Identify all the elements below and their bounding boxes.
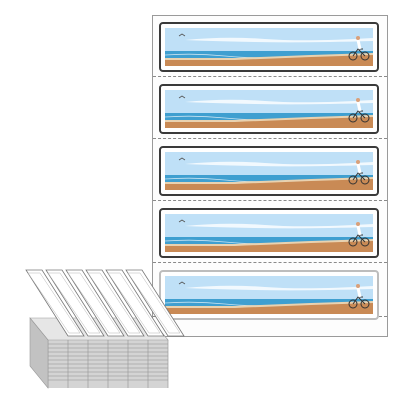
shoreline xyxy=(165,301,373,308)
sand xyxy=(165,178,373,190)
cloud xyxy=(185,223,373,229)
sea xyxy=(165,237,373,244)
label-5 xyxy=(159,270,379,320)
bike-wheel xyxy=(348,299,358,309)
cloud xyxy=(185,161,373,167)
seagull-icon xyxy=(178,33,186,37)
seagull-icon xyxy=(178,157,186,161)
beach-scene-image xyxy=(165,152,373,190)
sea xyxy=(165,51,373,58)
cyclist-icon xyxy=(348,98,370,123)
sea xyxy=(165,175,373,182)
label-2 xyxy=(159,84,379,134)
cyclist-icon xyxy=(348,222,370,247)
shoreline xyxy=(165,115,373,122)
shoreline xyxy=(165,177,373,184)
sand xyxy=(165,116,373,128)
cyclist-icon xyxy=(348,36,370,61)
fanned-label-inner-border xyxy=(47,272,101,334)
bike-wheel xyxy=(360,175,370,185)
rider-body xyxy=(356,101,362,112)
cyclist-icon xyxy=(348,160,370,185)
label-3 xyxy=(159,146,379,196)
shoreline xyxy=(165,239,373,246)
stack-side xyxy=(29,317,49,389)
bike-wheel xyxy=(360,51,370,61)
beach-scene-image xyxy=(165,276,373,314)
perforation-line xyxy=(153,76,387,77)
rider-head xyxy=(356,222,360,226)
fanned-label-strip xyxy=(65,269,125,337)
label-4 xyxy=(159,208,379,258)
fanned-label-strip xyxy=(125,269,185,337)
rider-body xyxy=(356,163,362,174)
bike-wheel xyxy=(348,237,358,247)
perforation-line xyxy=(153,262,387,263)
seagull-icon xyxy=(178,281,186,285)
beach-scene-image xyxy=(165,214,373,252)
shoreline xyxy=(165,53,373,60)
fanned-label-inner-border xyxy=(107,272,161,334)
fanned-label-inner-border xyxy=(87,272,141,334)
bike-wheel xyxy=(360,237,370,247)
perforation-line xyxy=(153,200,387,201)
fanned-label-inner-border xyxy=(67,272,121,334)
cloud xyxy=(185,99,373,105)
bike-wheel xyxy=(348,113,358,123)
sand xyxy=(165,302,373,314)
sand xyxy=(165,54,373,66)
fanned-label-strip xyxy=(85,269,145,337)
fanned-label-strip xyxy=(105,269,165,337)
bike-wheel xyxy=(360,113,370,123)
label-sheet xyxy=(152,15,388,337)
sea xyxy=(165,299,373,306)
rider-body xyxy=(356,225,362,236)
rider-body xyxy=(356,39,362,50)
bike-wheel xyxy=(348,175,358,185)
beach-scene-image xyxy=(165,28,373,66)
perforation-line xyxy=(153,138,387,139)
seagull-icon xyxy=(178,95,186,99)
cloud xyxy=(185,37,373,43)
rider-head xyxy=(356,160,360,164)
label-1 xyxy=(159,22,379,72)
rider-head xyxy=(356,284,360,288)
beach-scene-image xyxy=(165,90,373,128)
fanned-label-strip xyxy=(25,269,85,337)
fanned-label-strip xyxy=(45,269,105,337)
bike-wheel xyxy=(360,299,370,309)
cloud xyxy=(185,285,373,291)
cyclist-icon xyxy=(348,284,370,309)
sea xyxy=(165,113,373,120)
rider-head xyxy=(356,36,360,40)
rider-head xyxy=(356,98,360,102)
bike-wheel xyxy=(348,51,358,61)
seagull-icon xyxy=(178,219,186,223)
fanned-label-inner-border xyxy=(127,272,181,334)
fanned-label-inner-border xyxy=(27,272,81,334)
sand xyxy=(165,240,373,252)
rider-body xyxy=(356,287,362,298)
